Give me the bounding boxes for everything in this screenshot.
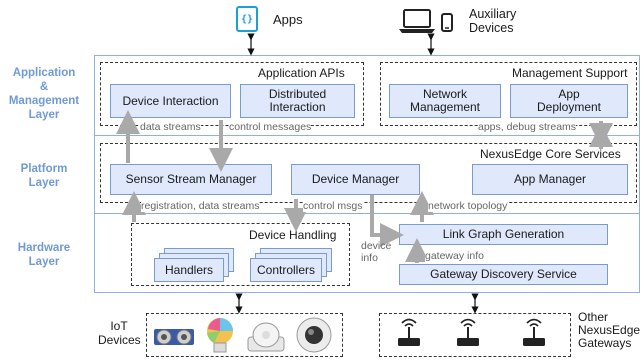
app-deployment-box: App Deployment — [510, 84, 628, 118]
data-streams-label: data streams — [140, 121, 201, 133]
app-deployment-label: App — [558, 87, 580, 101]
distributed-interaction-label: Distributed — [268, 87, 327, 101]
control-msgs-label: control msgs — [303, 200, 363, 212]
registration-data-streams-label: registration, data streams — [141, 200, 260, 212]
smart-bulb-icon — [207, 318, 233, 353]
network-management-box: Network Management — [389, 84, 501, 118]
gateway-discovery-service-label: Gateway Discovery Service — [430, 267, 577, 281]
link-graph-generation-label: Link Graph Generation — [442, 227, 565, 241]
hardware-layer-label: Hardware Layer — [0, 241, 88, 269]
motion-sensor-icon — [247, 322, 285, 352]
layer-label-line: Management — [8, 95, 80, 107]
iot-devices-label-line: Devices — [98, 333, 141, 347]
apps-debug-streams-label: apps, debug streams — [478, 121, 577, 133]
control-messages-label: control messages — [229, 121, 312, 133]
device-manager-box: Device Manager — [291, 164, 420, 195]
sensor-stream-manager-label: Sensor Stream Manager — [125, 172, 257, 186]
core-services-title: NexusEdge Core Services — [480, 147, 621, 161]
controllers-box: Controllers — [250, 258, 322, 282]
apps-label: Apps — [273, 12, 303, 27]
camera-dome-icon — [296, 317, 332, 353]
device-handling-title: Device Handling — [249, 228, 337, 242]
other-gateways-label: Other NexusEdge Gateways — [578, 311, 640, 350]
network-topology-label: network topology — [428, 200, 508, 212]
device-interaction-label: Device Interaction — [122, 93, 219, 108]
layer-label-line: Hardware — [17, 242, 71, 254]
auxiliary-devices-label-line: Devices — [469, 21, 514, 35]
device-info-arrow — [370, 195, 404, 247]
handlers-label: Handlers — [164, 262, 214, 277]
laptop-phone-icon — [399, 9, 453, 33]
device-interaction-box: Device Interaction — [110, 84, 231, 118]
app-deployment-label: Deployment — [536, 100, 602, 114]
router-icon — [457, 318, 479, 346]
device-info-label-line: info — [361, 252, 378, 264]
auxiliary-devices-label-line: Auxiliary — [469, 7, 517, 21]
layer-label-line: & — [39, 81, 49, 93]
gateway-info-label: gateway info — [425, 250, 484, 262]
other-gateways-label-line: Gateways — [578, 336, 632, 350]
router-icon — [523, 318, 545, 346]
application-layer-label: Application & Management Layer — [0, 66, 88, 122]
layer-label-line: Layer — [28, 177, 60, 189]
handlers-box: Handlers — [154, 258, 224, 282]
network-management-label: Management — [409, 100, 481, 114]
gateway-routers — [398, 318, 545, 346]
link-graph-generation-box: Link Graph Generation — [399, 224, 608, 245]
apps-icon: {} — [236, 6, 258, 32]
layer-label-line: Layer — [28, 109, 60, 121]
distributed-interaction-box: Distributed Interaction — [240, 84, 355, 118]
distributed-interaction-label: Interaction — [269, 100, 326, 114]
ultrasonic-sensor-icon — [154, 329, 194, 345]
auxiliary-devices-label: Auxiliary Devices — [469, 7, 516, 35]
gateway-discovery-service-box: Gateway Discovery Service — [399, 264, 608, 285]
platform-layer-label: Platform Layer — [0, 162, 88, 190]
iot-devices-label-line: IoT — [110, 319, 128, 333]
management-support-title: Management Support — [512, 66, 628, 80]
layer-label-line: Layer — [28, 256, 60, 268]
controllers-label: Controllers — [256, 262, 316, 277]
app-manager-box: App Manager — [472, 164, 628, 195]
layer-label-line: Application — [12, 67, 76, 79]
layer-label-line: Platform — [20, 163, 68, 175]
router-icon — [398, 318, 420, 346]
device-info-label-line: device — [361, 240, 392, 252]
iot-devices-images — [154, 317, 332, 353]
iot-devices-label: IoT Devices — [98, 319, 141, 347]
app-manager-label: App Manager — [513, 172, 587, 186]
other-gateways-label-line: Other — [578, 310, 609, 324]
other-gateways-label-line: NexusEdge — [578, 323, 641, 337]
device-manager-label: Device Manager — [311, 172, 400, 186]
application-apis-title: Application APIs — [258, 66, 345, 80]
device-info-label: device info — [361, 240, 391, 264]
network-management-label: Network — [422, 87, 467, 101]
sensor-stream-manager-box: Sensor Stream Manager — [110, 164, 272, 195]
